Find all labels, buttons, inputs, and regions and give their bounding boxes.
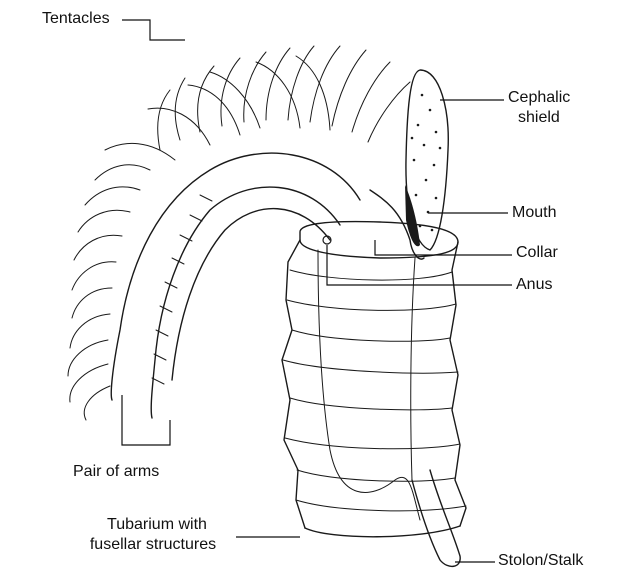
- label-pair-of-arms: Pair of arms: [73, 463, 160, 480]
- label-mouth: Mouth: [512, 204, 557, 221]
- mouth-collar: [369, 185, 425, 260]
- anus-marker: [322, 235, 332, 245]
- label-cephalic-shield-line1: Cephalic: [508, 89, 571, 106]
- label-anus: Anus: [516, 276, 553, 293]
- label-stolon: Stolon/Stalk: [498, 552, 584, 569]
- arms: [110, 152, 361, 419]
- label-tubarium-line2: fusellar structures: [89, 536, 217, 553]
- label-tubarium-line1: Tubarium with: [107, 516, 207, 533]
- tubarium: [281, 220, 467, 538]
- stolon: [411, 469, 461, 567]
- cephalic-shield: [405, 69, 449, 251]
- tentacle-fringe: [67, 45, 411, 421]
- label-collar: Collar: [516, 244, 558, 261]
- leader-lines: [121, 19, 512, 563]
- label-tentacles: Tentacles: [42, 10, 110, 27]
- label-cephalic-shield-line2: shield: [518, 109, 560, 126]
